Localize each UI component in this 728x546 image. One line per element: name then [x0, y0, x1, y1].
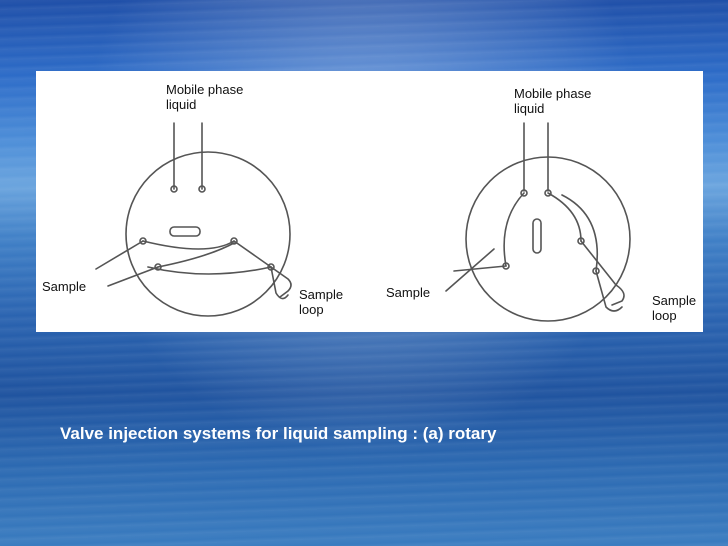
right-rotor-slot: [532, 218, 542, 254]
left-sample-out: [107, 266, 159, 287]
left-sample-label: Sample: [42, 279, 87, 294]
left-valve-body: [125, 151, 291, 317]
right-sample-loop-label: Sample loop: [652, 293, 697, 323]
right-loop-b: [595, 270, 623, 312]
left-rotor-slot: [169, 226, 201, 237]
right-loop-a: [580, 240, 625, 306]
left-loop-a: [233, 240, 292, 298]
right-sample-in: [453, 265, 507, 272]
left-sample-in: [95, 240, 144, 270]
left-loop-b: [270, 266, 289, 300]
right-mobile-phase-label: Mobile phase liquid: [514, 86, 592, 116]
valve-diagrams: [95, 122, 631, 322]
right-sample-out: [445, 248, 495, 292]
left-sample-loop-label: Sample loop: [299, 287, 344, 317]
right-valve: [445, 122, 631, 322]
left-valve: [95, 122, 292, 317]
right-sample-label: Sample: [386, 285, 431, 300]
left-mobile-phase-label: Mobile phase liquid: [166, 82, 244, 112]
diagram-panel: Mobile phase liquid Sample Sample loop M…: [36, 71, 703, 332]
slide-caption: Valve injection systems for liquid sampl…: [60, 424, 497, 443]
